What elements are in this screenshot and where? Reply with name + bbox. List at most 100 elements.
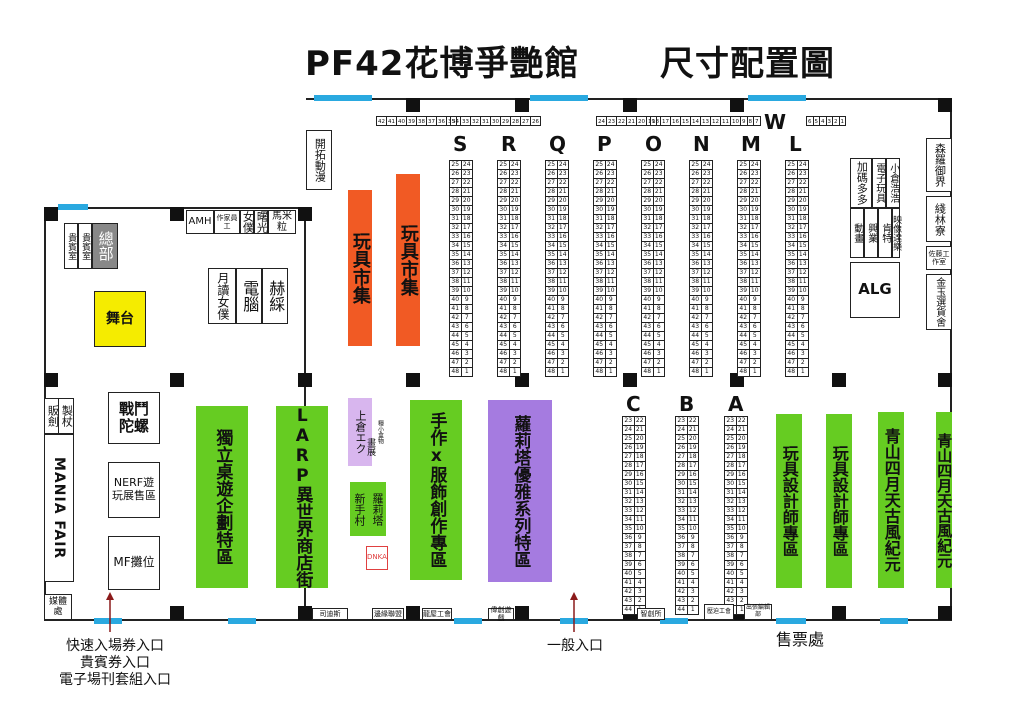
booth-number: 38 xyxy=(546,278,558,286)
booth-number: 24 xyxy=(510,161,519,168)
booth-number: 18 xyxy=(558,215,567,222)
booth-number: 20 xyxy=(510,197,519,204)
booth-number: 46 xyxy=(786,350,798,358)
pillar xyxy=(298,207,312,221)
booth-number: 48 xyxy=(594,368,606,376)
booth-number: 2 xyxy=(560,359,565,366)
booth-number: 42 xyxy=(786,314,798,322)
booth-number: 46 xyxy=(498,350,510,358)
booth-number: 47 xyxy=(450,359,462,367)
pillar xyxy=(938,606,952,620)
booth-number: 12 xyxy=(688,507,697,514)
booth-number: 14 xyxy=(558,251,567,258)
booth-number: 27 xyxy=(546,179,558,187)
booth-number: 14 xyxy=(702,251,711,258)
zone-toy-market-1: 玩具市集 xyxy=(348,190,372,346)
booth-number: 29 xyxy=(502,117,511,125)
booth-number: 13 xyxy=(737,498,746,505)
booth-number: 9 xyxy=(690,534,695,541)
booth-number: 3 xyxy=(637,588,642,595)
booth-number: 48 xyxy=(546,368,558,376)
booth-number: 11 xyxy=(688,516,697,523)
booth-number: 42 xyxy=(690,314,702,322)
booth-number: 25 xyxy=(786,161,798,169)
booth-number: 17 xyxy=(635,462,644,469)
booth-number: 31 xyxy=(738,215,750,223)
booth-number: 13 xyxy=(750,260,759,267)
booth-number: 25 xyxy=(738,161,750,169)
booth-number: 15 xyxy=(682,117,691,125)
booth-number: 27 xyxy=(690,179,702,187)
booth-number: 28 xyxy=(642,188,654,196)
booth-number: 43 xyxy=(498,323,510,331)
row-letter-q: Q xyxy=(549,132,567,156)
window xyxy=(776,618,806,624)
booth-amh: AMH xyxy=(186,210,214,234)
booth-number: 12 xyxy=(712,117,721,125)
booth-number: 36 xyxy=(676,534,688,542)
booth-number: 14 xyxy=(654,251,663,258)
booth-number: 13 xyxy=(654,260,663,267)
booth-number: 17 xyxy=(737,462,746,469)
booth-number: 15 xyxy=(635,480,644,487)
booth-number: 41 xyxy=(594,305,606,313)
booth-number: 40 xyxy=(786,296,798,304)
booth-number: 34 xyxy=(738,242,750,250)
booth-number: 12 xyxy=(635,507,644,514)
booth-number: 34 xyxy=(546,242,558,250)
booth-number: 26 xyxy=(546,170,558,178)
booth-number: 46 xyxy=(642,350,654,358)
booth-number: 9 xyxy=(800,296,805,303)
booth-number: 32 xyxy=(738,224,750,232)
booth-number: 34 xyxy=(725,516,737,524)
booth-number: 43 xyxy=(676,597,688,605)
booth-number: 12 xyxy=(798,269,807,276)
booth-number: 7 xyxy=(608,314,613,321)
booth-number: 42 xyxy=(546,314,558,322)
booth-number: 39 xyxy=(450,287,462,295)
booth-number: 36 xyxy=(786,260,798,268)
booth-number: 23 xyxy=(702,170,711,177)
booth-number: 10 xyxy=(462,287,471,294)
booth-number: 40 xyxy=(450,296,462,304)
booth-number: 12 xyxy=(654,269,663,276)
booth-number: 34 xyxy=(676,516,688,524)
booth-number: 11 xyxy=(635,516,644,523)
booth-number: 19 xyxy=(750,206,759,213)
booth-number: 43 xyxy=(546,323,558,331)
booth-number: 19 xyxy=(654,206,663,213)
booth-number: 16 xyxy=(635,471,644,478)
ticket-office: 售票處 xyxy=(775,630,824,649)
booth-number: 24 xyxy=(676,426,688,434)
booth-number: 4 xyxy=(464,341,469,348)
